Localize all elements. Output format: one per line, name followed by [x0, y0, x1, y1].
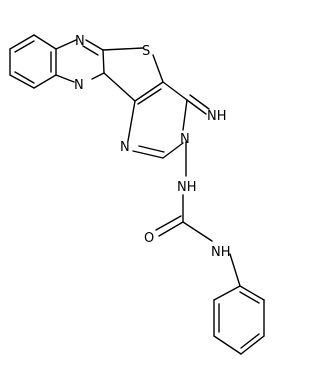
chemical-structure: N S N NH N N NH O NH	[9, 34, 265, 355]
atom-labels: N S N NH N N NH O NH	[74, 34, 231, 260]
atom-label-n-imidazole-top: N	[75, 34, 85, 49]
pyrimidine-ring	[127, 81, 188, 159]
atom-label-carbonyl-o: O	[144, 231, 154, 246]
imine-double-bond	[186, 94, 210, 115]
atom-label-n-pyrimidine-left: N	[120, 140, 130, 155]
urea-chain	[155, 141, 213, 242]
benzimidazole-benzene-ring	[9, 34, 57, 89]
atom-label-n-bridgehead: N	[74, 78, 84, 93]
imidazole-ring	[55, 39, 105, 83]
phenyl-ring	[213, 253, 265, 355]
atom-label-imine-nh: NH	[207, 109, 227, 124]
atom-label-anilide-nh: NH	[211, 245, 231, 260]
atom-label-n-pyrimidine-right: N	[180, 132, 190, 147]
atom-label-hydrazide-nh: NH	[177, 180, 197, 195]
atom-label-s-thiazole: S	[142, 44, 150, 59]
thiazole-ring	[102, 47, 164, 105]
